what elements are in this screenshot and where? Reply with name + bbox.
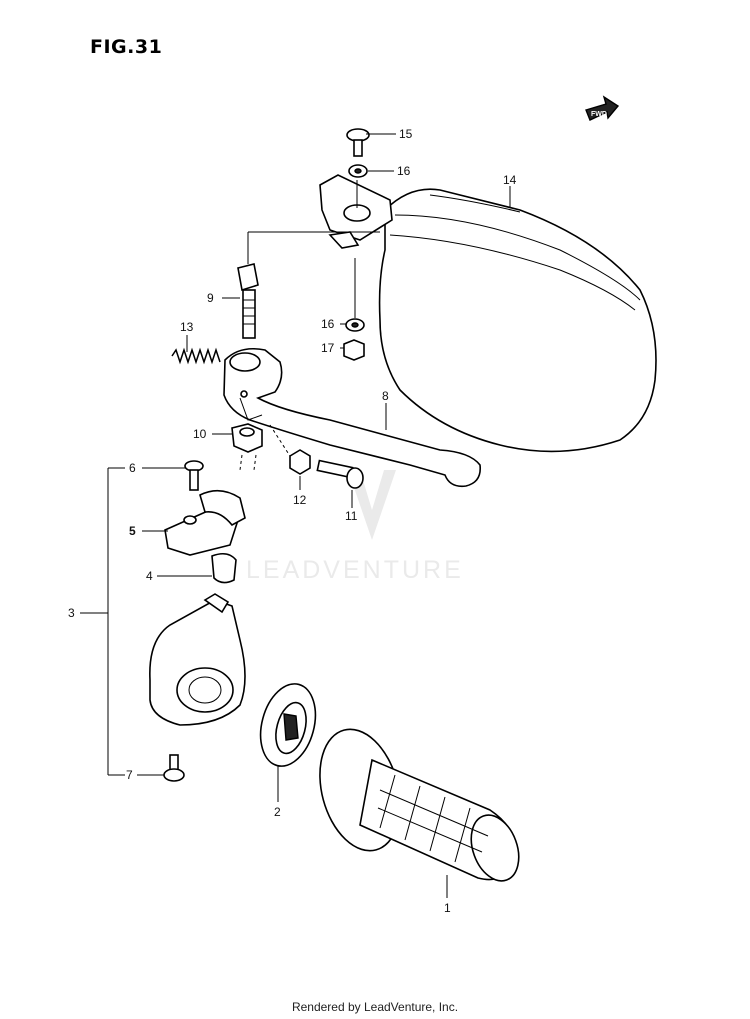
nut-17 xyxy=(343,339,365,361)
fwd-arrow-icon: FWD xyxy=(585,95,620,121)
pivot-bolt xyxy=(237,263,259,339)
callout-16-lower: 16 xyxy=(321,317,335,331)
throttle-ring xyxy=(259,683,317,767)
callout-4: 4 xyxy=(146,569,153,583)
callout-9: 9 xyxy=(207,291,214,305)
callout-3: 3 xyxy=(68,606,75,620)
callout-1: 1 xyxy=(444,901,451,915)
callout-10: 10 xyxy=(193,427,207,441)
callout-15: 15 xyxy=(399,127,413,141)
bolt-11 xyxy=(316,459,364,489)
callout-12: 12 xyxy=(293,493,307,507)
callout-8: 8 xyxy=(382,389,389,403)
leader-lines xyxy=(80,133,511,898)
nut-10 xyxy=(231,423,263,453)
screw-6 xyxy=(184,460,204,491)
hand-guard xyxy=(378,188,657,453)
spring xyxy=(171,347,221,365)
nut-12 xyxy=(289,449,311,475)
callout-6: 6 xyxy=(129,461,136,475)
callout-2: 2 xyxy=(274,805,281,819)
figure-title: FIG.31 xyxy=(90,36,163,58)
callout-16-upper: 16 xyxy=(397,164,411,178)
callouts: 15 16 14 9 13 16 17 8 10 12 11 6 5 4 3 7… xyxy=(68,127,517,915)
clutch-lever xyxy=(223,347,482,488)
callout-7: 7 xyxy=(126,768,133,782)
callout-17: 17 xyxy=(321,341,335,355)
callout-13: 13 xyxy=(180,320,194,334)
fwd-arrow-label: FWD xyxy=(591,111,607,118)
assembly-guides xyxy=(239,424,291,471)
callout-5: 5 xyxy=(129,524,136,538)
screw-15 xyxy=(346,128,370,157)
washer-16-upper xyxy=(348,164,368,178)
washer-16-lower xyxy=(345,318,365,332)
callout-14: 14 xyxy=(503,173,517,187)
footer-credit: Rendered by LeadVenture, Inc. xyxy=(291,1000,459,1014)
switch-5 xyxy=(164,489,246,556)
guard-bracket xyxy=(319,174,393,249)
callout-11: 11 xyxy=(345,509,358,523)
switch-housing xyxy=(149,593,246,726)
screw-7 xyxy=(163,754,185,782)
clip-4 xyxy=(211,552,237,584)
handlebar-grip xyxy=(319,728,520,882)
watermark-text: LEADVENTURE xyxy=(246,556,464,584)
watermark: LEADVENTURE xyxy=(246,437,464,584)
